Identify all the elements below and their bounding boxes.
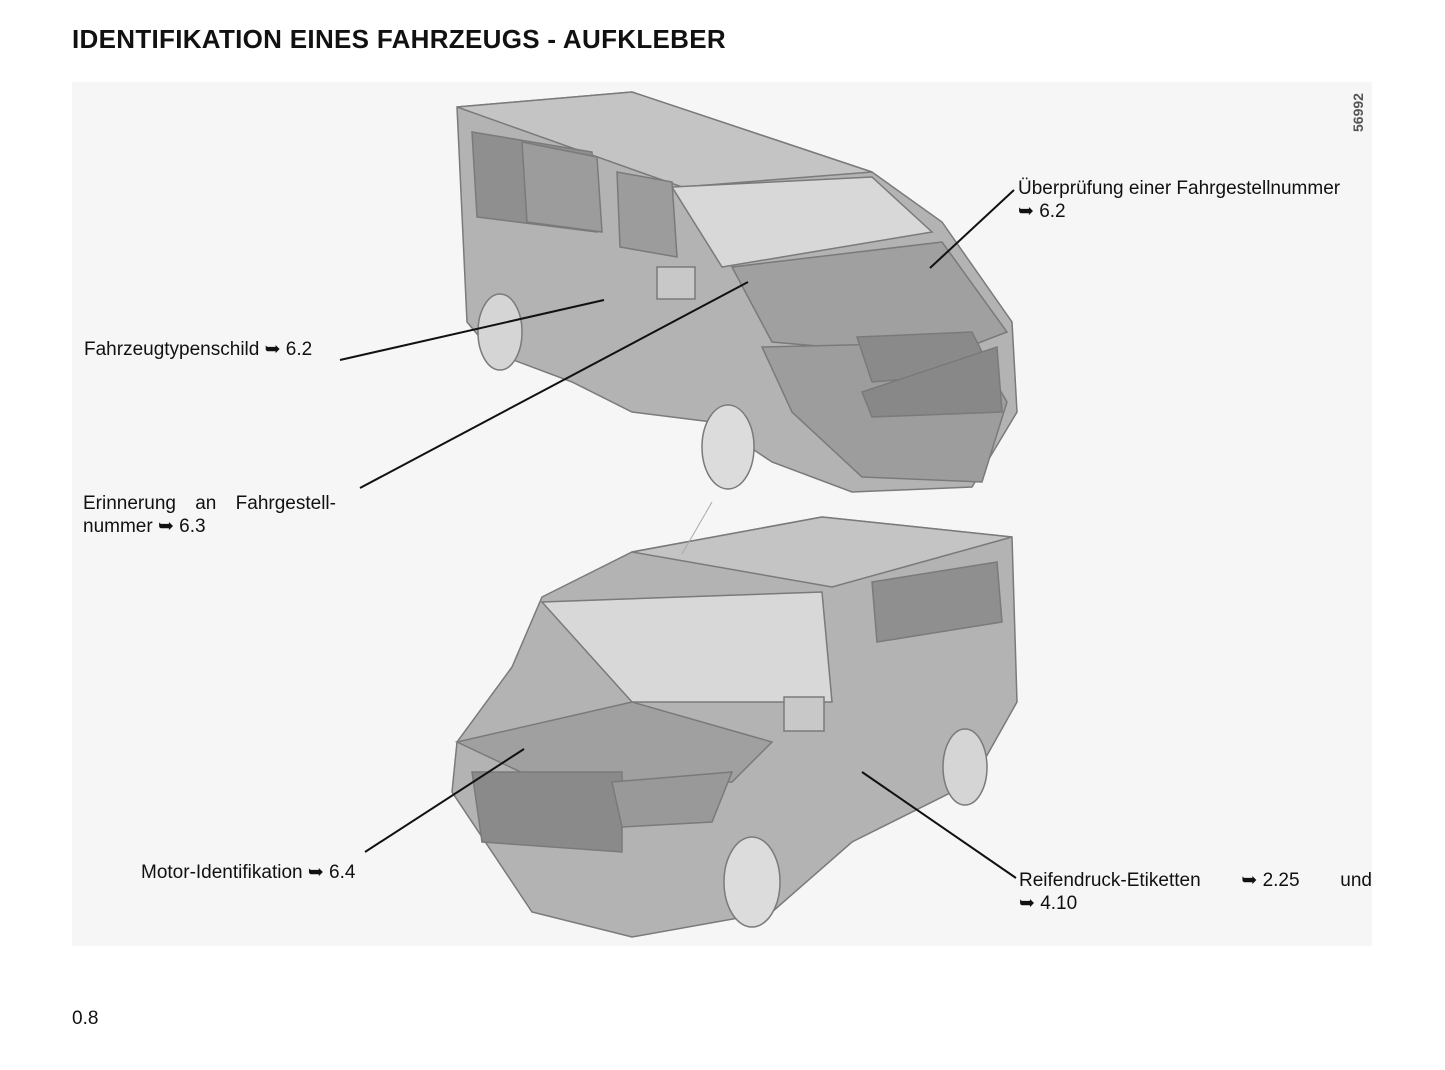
label-engine-id-text: Motor-Identifikation [141,862,303,883]
leader-type-plate [339,299,605,361]
link-ref-4-10[interactable]: ➥ 4.10 [1019,893,1078,914]
leader-lines [339,189,1017,879]
label-type-plate-text: Fahrzeugtypenschild [84,339,260,360]
link-ref-6-3[interactable]: ➥ 6.3 [157,516,206,537]
figure-number: 56992 [1350,93,1366,132]
van-bottom [451,516,1018,938]
link-ref-6-2[interactable]: ➥ 6.2 [1018,201,1066,222]
leader-vin-reminder [359,281,749,489]
label-tyre-pressure: Reifendruck-Etiketten ➥ 2.25 und ➥ 4.10 [1019,869,1372,915]
label-vin-reminder-line2: nummer [83,516,153,537]
label-engine-id: Motor-Identifikation ➥ 6.4 [141,861,355,884]
label-type-plate: Fahrzeugtypenschild ➥ 6.2 [84,338,312,361]
leader-vin-check [929,189,1015,269]
label-tyre-pressure-text: Reifendruck-Etiketten [1019,870,1201,891]
van-top [456,91,1018,493]
link-ref-6-2[interactable]: ➥ 6.2 [264,339,313,360]
leader-engine-id [364,748,525,853]
label-and: und [1340,870,1372,891]
link-ref-2-25[interactable]: ➥ 2.25 [1241,870,1300,891]
van-drawings [339,91,1018,938]
label-vin-reminder: Erinnerung an Fahrgestell- nummer ➥ 6.3 [83,492,358,538]
label-vin-check-text: Überprüfung einer Fahrgestellnummer [1018,178,1341,199]
page-number: 0.8 [72,1008,99,1029]
label-vin-reminder-line1: Erinnerung an Fahrgestell- [83,492,358,515]
link-ref-6-4[interactable]: ➥ 6.4 [307,862,356,883]
label-vin-check: Überprüfung einer Fahrgestellnummer ➥ 6.… [1018,177,1340,223]
vehicle-illustration [72,82,1372,946]
leader-tyre-pressure [861,771,1017,879]
label-vin-reminder-text: Erinnerung an Fahrgestell- [83,493,336,514]
page-title: IDENTIFIKATION EINES FAHRZEUGS - AUFKLEB… [72,24,726,54]
